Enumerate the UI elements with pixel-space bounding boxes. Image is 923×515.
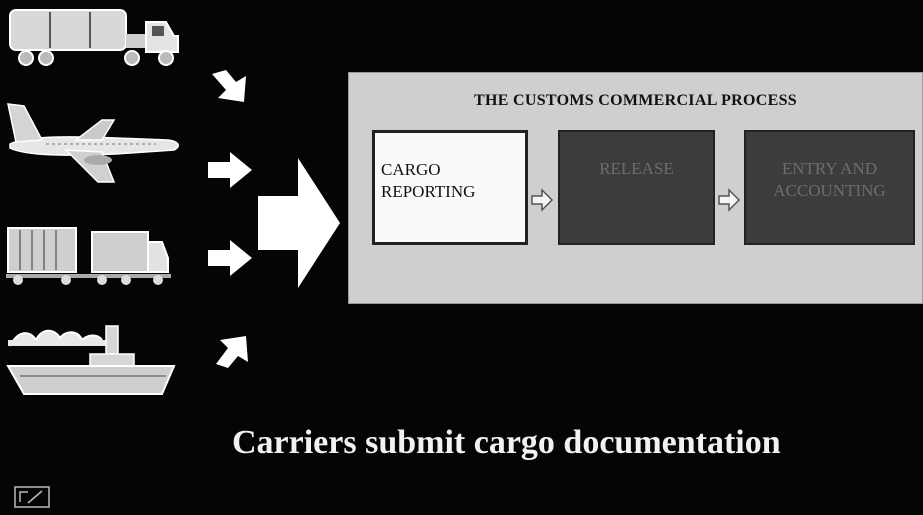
edit-icon[interactable] bbox=[14, 486, 50, 508]
ship-icon bbox=[6, 320, 178, 398]
arrow-right-icon bbox=[206, 68, 256, 108]
step-arrow-icon bbox=[717, 188, 741, 212]
tanker-truck-icon bbox=[6, 6, 181, 68]
freight-train-icon bbox=[6, 220, 171, 288]
caption: Carriers submit cargo documentation bbox=[232, 424, 781, 461]
arrow-right-icon bbox=[206, 238, 256, 278]
process-title: THE CUSTOMS COMMERCIAL PROCESS bbox=[474, 92, 797, 109]
process-panel: THE CUSTOMS COMMERCIAL PROCESS CARGO REP… bbox=[348, 72, 923, 304]
stage-cargo-reporting: CARGO REPORTING bbox=[372, 130, 528, 245]
stage-entry-and-accounting: ENTRY AND ACCOUNTING bbox=[744, 130, 915, 245]
arrow-right-icon bbox=[206, 150, 256, 190]
step-arrow-icon bbox=[530, 188, 554, 212]
airplane-icon bbox=[6, 98, 184, 190]
stage-release: RELEASE bbox=[558, 130, 715, 245]
big-arrow-icon bbox=[258, 158, 340, 288]
arrow-right-icon bbox=[206, 330, 256, 370]
